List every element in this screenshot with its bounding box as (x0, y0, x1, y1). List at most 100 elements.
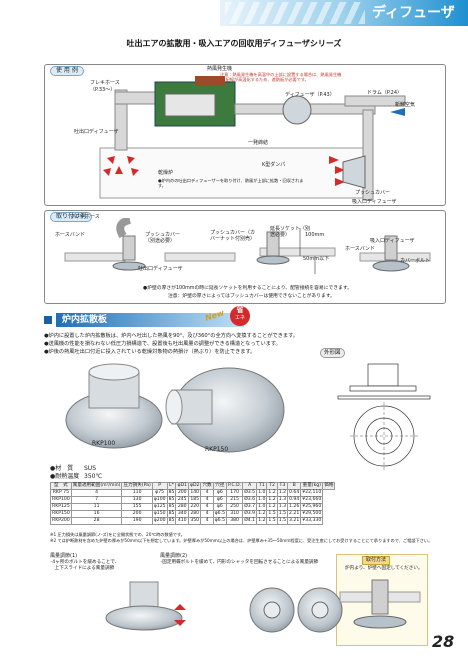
usage-fresh-air: 新鮮空気 (395, 102, 416, 108)
table-cell: RKP150 (50, 510, 72, 518)
table-cell: ¥22,110 (300, 489, 324, 497)
rkp150-pipe-end (165, 389, 183, 425)
photo-label-rkp100: RKP100 (92, 440, 116, 447)
table-cell: 1.5 (266, 510, 278, 518)
table-cell: 4 (70, 489, 123, 497)
adj1-plate (105, 605, 183, 631)
table-cell: 1.5 (276, 510, 289, 518)
table-cell: 85 (166, 489, 177, 497)
table-cell: RKP 75 (50, 489, 72, 497)
material-value: SUS (84, 465, 97, 472)
table-cell: 1.2 (256, 517, 268, 525)
table-cell: 280 (187, 510, 202, 518)
bullet-3: ●炉後の熱風吐出口付近に投入されている乾燥対象物の熱損け（熱ぶり）を防止できます… (44, 349, 256, 355)
table-cell: φ150 (151, 510, 168, 518)
col-hole-dia: 穴径 (212, 482, 228, 490)
pipe-1-bend (116, 218, 132, 239)
heat-value: 350℃ (84, 473, 103, 480)
section-title: 炉内拡散板 (62, 315, 108, 325)
outline-flange (349, 385, 417, 392)
table-cell: ¥23,660 (300, 496, 324, 504)
inlet-diffuser-shape (342, 155, 366, 189)
col-pressure: 圧力損失(Pa) (121, 482, 153, 490)
outlet-diffuser-shape (112, 261, 146, 271)
furnace-outline (99, 147, 371, 199)
inlet-diffuser-shape (372, 260, 410, 272)
usage-furnace: 乾燥炉 (158, 170, 174, 176)
mount-hose-band: ホースバンド (55, 232, 86, 238)
heat-generator-top (195, 76, 225, 86)
table-cell: 340 (175, 510, 189, 518)
usage-furnace-note: ●炉内のの吐出口ディフューザーを取り付け、熱風が上部に拡散・回収されます。 (158, 178, 304, 188)
adjust1-title: 風量調節(1) (50, 553, 78, 559)
table-cell: 250 (225, 503, 244, 511)
table-cell: 215 (225, 496, 244, 504)
adjust1-line2: 上下スライドによる風量調節 (50, 566, 115, 571)
table-cell: 200 (121, 510, 153, 518)
table-cell: φ6.5 (212, 510, 228, 518)
table-cell: Ø3.9 (242, 510, 258, 518)
table-cell: 85 (166, 517, 177, 525)
table-cell: 245 (175, 496, 189, 504)
table-cell: φ100 (151, 496, 168, 504)
table-cell: 155 (121, 503, 153, 511)
table-cell: 185 (187, 496, 202, 504)
table-cell: Ø3.7 (242, 503, 258, 511)
mount-method-title: 取付方法 (362, 556, 391, 565)
usage-diagram (99, 76, 406, 201)
adj2-hub-a (263, 601, 281, 619)
mounting-tag: 取り付け例 (50, 212, 93, 222)
rkp100-pipe-top (88, 363, 140, 381)
table-cell: 170 (225, 489, 244, 497)
table-cell: 28 (70, 517, 123, 525)
table-cell: φ6 (212, 503, 228, 511)
usage-inlet-diffuser: 吸入口ディフューザ (352, 199, 397, 205)
fan-right (282, 95, 312, 125)
mm-plate (353, 615, 407, 629)
mount-dim-50: 50mm以下 (303, 256, 330, 262)
mount-push-cover: プッシュカバー（別途必要） (145, 232, 181, 244)
material-label: ●材 質 (50, 465, 74, 472)
col-weight: 重量(kg) (300, 482, 324, 490)
duct-vertical-left (114, 89, 128, 151)
spec-table: 型 式 風量適用範囲(m³/min) 圧力損失(Pa) P L* φD1 φD2… (50, 482, 336, 525)
outline-plate (337, 395, 431, 400)
page-number: 28 (432, 632, 455, 651)
col-airflow: 風量適用範囲(m³/min) (70, 482, 123, 490)
table-cell: 1.3 (276, 496, 289, 504)
table-cell: 85 (166, 510, 177, 518)
usage-k-damper: K型ダンパ (262, 162, 286, 168)
table-cell: 130 (121, 496, 153, 504)
table-cell: 4 (200, 510, 214, 518)
mount-push-cover2: プッシュカバー（カバーナット付別売） (210, 230, 256, 242)
duct-top-right (344, 95, 406, 107)
table-cell: 1.26 (287, 503, 302, 511)
table-cell: Ø3.5 (242, 489, 258, 497)
table-cell: 350 (187, 517, 202, 525)
usage-heat-gen: 熱風発生機 (207, 66, 233, 72)
table-cell: 1.5 (276, 517, 289, 525)
table-cell: 11 (70, 503, 123, 511)
col-d1: φD1 (175, 482, 189, 490)
spec-table-header: 型 式 風量適用範囲(m³/min) 圧力損失(Pa) P L* φD1 φD2… (50, 482, 336, 490)
table-cell: φ6 (212, 489, 228, 497)
table-cell: φ125 (151, 503, 168, 511)
col-b: B (287, 482, 302, 490)
inlet-arrows (329, 156, 345, 186)
mount-extension: 延長ソケット（別途必要） (270, 226, 311, 238)
col-model: 型 式 (50, 482, 72, 490)
outline-drawing (337, 363, 431, 470)
product-photos (65, 363, 285, 453)
usage-outlet-diffuser: 吐出口ディフューザ (74, 129, 119, 135)
table-cell: 280 (175, 503, 189, 511)
mount-dim-100: 100mm (305, 232, 325, 238)
table-cell: 2.21 (287, 510, 302, 518)
outlet-diffuser-shape-2 (256, 255, 290, 265)
table-cell: 1.0 (256, 503, 268, 511)
outline-label: 外形図 (320, 348, 345, 358)
mount-cover-bolt: カバーボルト (400, 258, 431, 264)
bottom-illustrations (105, 579, 421, 633)
table-cell: 4 (200, 517, 214, 525)
